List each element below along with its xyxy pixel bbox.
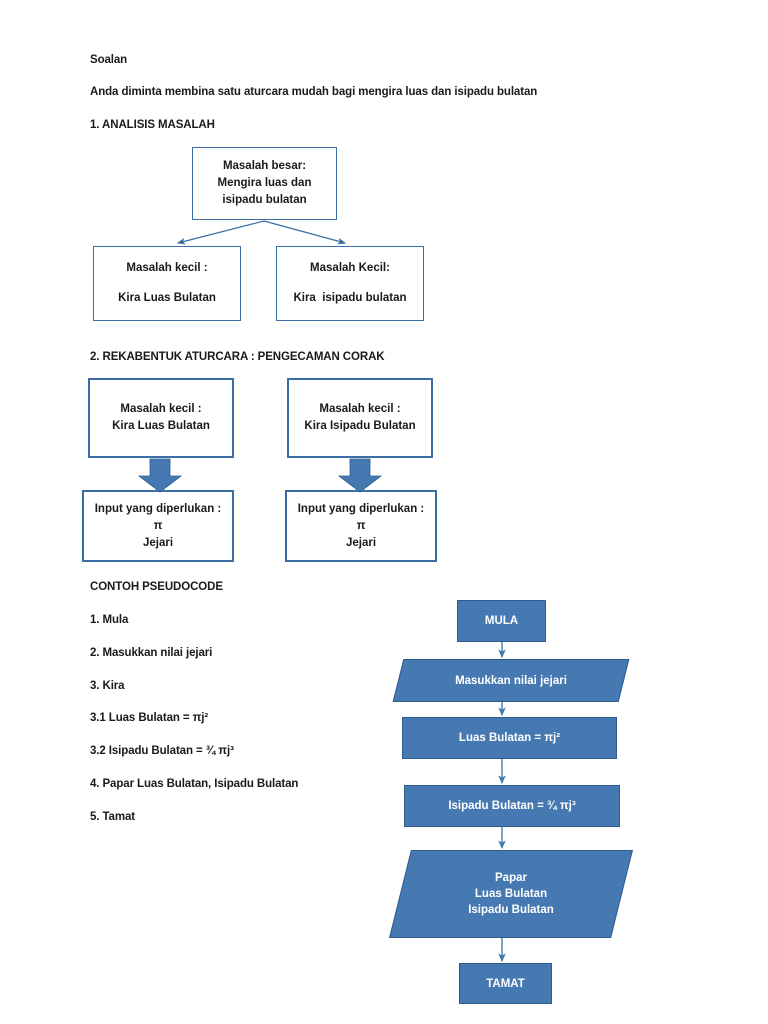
design-problem-box-right: Masalah kecil : Kira Isipadu Bulatan bbox=[287, 378, 433, 458]
design-block-arrow-left bbox=[137, 458, 183, 493]
analysis-root-line-1: Masalah besar: bbox=[222, 160, 307, 172]
flow-node-papar-text: Papar Luas Bulatan Isipadu Bulatan bbox=[400, 870, 622, 918]
pseudocode-step-3-2: 3.2 Isipadu Bulatan = ¾ πj³ bbox=[90, 745, 234, 757]
design-input-right-line-1: Input yang diperlukan : bbox=[297, 502, 425, 515]
pseudocode-heading: CONTOH PSEUDOCODE bbox=[90, 581, 223, 593]
flow-node-isipadu-bulatan-label: Isipadu Bulatan = ¾ πj³ bbox=[448, 800, 576, 812]
design-problem-left-line-2: Kira Luas Bulatan bbox=[112, 420, 210, 432]
pseudocode-step-3-1: 3.1 Luas Bulatan = πj² bbox=[90, 712, 209, 724]
analysis-child-left-line-2: Kira Luas Bulatan bbox=[118, 292, 216, 304]
design-input-right-line-2: π bbox=[356, 519, 366, 532]
flow-node-tamat: TAMAT bbox=[459, 963, 552, 1004]
design-problem-right-line-2: Kira Isipadu Bulatan bbox=[304, 420, 416, 432]
design-input-left-line-3: Jejari bbox=[142, 536, 174, 549]
pseudocode-step-3: 3. Kira bbox=[90, 680, 125, 692]
analysis-child-box-right: Masalah Kecil: Kira isipadu bulatan bbox=[276, 246, 424, 321]
page-title: Soalan bbox=[90, 54, 128, 66]
section-2-heading: 2. REKABENTUK ATURCARA : PENGECAMAN CORA… bbox=[90, 351, 385, 363]
design-input-box-left: Input yang diperlukan : π Jejari bbox=[82, 490, 234, 562]
pseudocode-step-4: 4. Papar Luas Bulatan, Isipadu Bulatan bbox=[90, 778, 299, 790]
analysis-root-line-3: isipadu bulatan bbox=[222, 194, 307, 206]
analysis-root-line-2: Mengira luas dan bbox=[217, 177, 312, 189]
analysis-child-left-line-1: Masalah kecil : bbox=[126, 262, 208, 274]
section-1-heading: 1. ANALISIS MASALAH bbox=[90, 119, 215, 131]
flow-node-papar: Papar Luas Bulatan Isipadu Bulatan bbox=[389, 850, 633, 938]
design-problem-box-left: Masalah kecil : Kira Luas Bulatan bbox=[88, 378, 234, 458]
flow-node-mula: MULA bbox=[457, 600, 546, 642]
flow-node-papar-line-3: Isipadu Bulatan bbox=[468, 904, 554, 916]
intro-paragraph: Anda diminta membina satu aturcara mudah… bbox=[90, 86, 538, 98]
analysis-child-right-line-1: Masalah Kecil: bbox=[310, 262, 390, 274]
pseudocode-step-5: 5. Tamat bbox=[90, 811, 136, 823]
pseudocode-step-1: 1. Mula bbox=[90, 614, 129, 626]
pseudocode-step-2: 2. Masukkan nilai jejari bbox=[90, 647, 213, 659]
flow-node-mula-label: MULA bbox=[484, 615, 519, 627]
flow-node-input-jejari-text: Masukkan nilai jejari bbox=[398, 673, 624, 689]
design-problem-left-line-1: Masalah kecil : bbox=[120, 403, 202, 415]
design-input-right-line-3: Jejari bbox=[345, 536, 377, 549]
flow-node-tamat-label: TAMAT bbox=[486, 977, 525, 990]
design-input-left-line-1: Input yang diperlukan : bbox=[94, 502, 222, 515]
analysis-child-right-line-2: Kira isipadu bulatan bbox=[293, 292, 407, 304]
design-input-box-right: Input yang diperlukan : π Jejari bbox=[285, 490, 437, 562]
flow-node-input-jejari-label: Masukkan nilai jejari bbox=[455, 674, 567, 687]
flow-node-input-jejari: Masukkan nilai jejari bbox=[392, 659, 630, 702]
flow-node-isipadu-bulatan: Isipadu Bulatan = ¾ πj³ bbox=[404, 785, 620, 827]
design-problem-right-line-1: Masalah kecil : bbox=[319, 403, 401, 415]
design-block-arrow-right bbox=[337, 458, 383, 493]
design-input-left-line-2: π bbox=[153, 519, 163, 532]
flow-node-luas-bulatan: Luas Bulatan = πj² bbox=[402, 717, 617, 759]
flow-node-papar-line-2: Luas Bulatan bbox=[474, 888, 548, 900]
analysis-arrow-left bbox=[176, 220, 265, 245]
flow-node-papar-line-1: Papar bbox=[495, 872, 527, 884]
analysis-arrow-right bbox=[263, 220, 347, 245]
analysis-root-box: Masalah besar: Mengira luas dan isipadu … bbox=[192, 147, 337, 220]
flow-node-luas-bulatan-label: Luas Bulatan = πj² bbox=[458, 732, 561, 744]
analysis-child-box-left: Masalah kecil : Kira Luas Bulatan bbox=[93, 246, 241, 321]
